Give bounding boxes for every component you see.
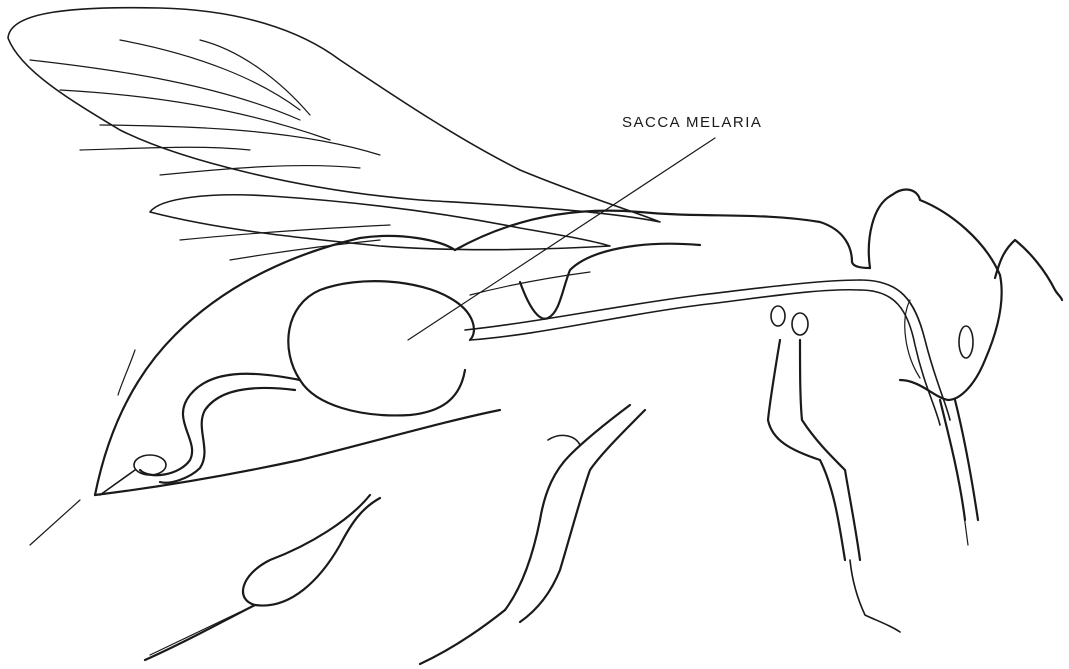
middle-leg: [420, 405, 645, 664]
sacca-melaria-label: SACCA MELARIA: [622, 114, 762, 131]
intestine: [100, 374, 300, 495]
esophagus: [860, 280, 950, 425]
antenna: [995, 240, 1062, 300]
rectal-sac: [134, 455, 166, 475]
compound-eye: [959, 326, 973, 358]
front-leg: [768, 340, 900, 632]
hindwing: [150, 195, 610, 260]
salivary-glands: [771, 306, 808, 335]
forewing: [8, 8, 660, 222]
proboscis: [940, 400, 978, 545]
abdomen: [30, 236, 500, 545]
head: [869, 190, 1062, 400]
hind-leg: [145, 495, 380, 660]
honey-stomach: [288, 280, 860, 415]
